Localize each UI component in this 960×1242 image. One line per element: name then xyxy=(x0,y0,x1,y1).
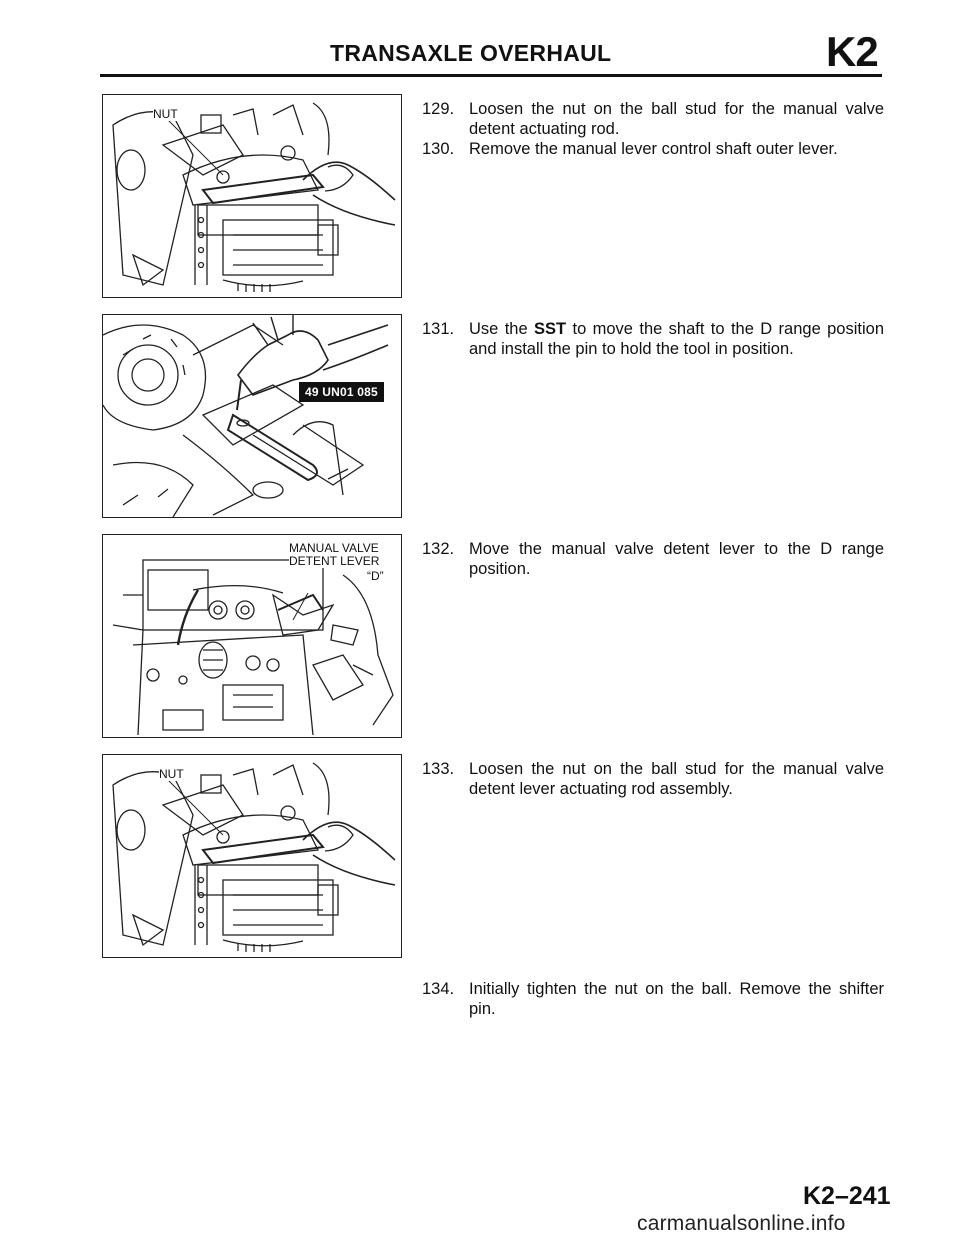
step-131: 131. Use the SST to move the shaft to th… xyxy=(422,319,884,359)
step-text: Initially tighten the nut on the ball. R… xyxy=(469,980,884,1018)
step-number: 133. xyxy=(422,760,455,778)
transaxle-illustration-4 xyxy=(112,762,396,952)
step-132: 132. Move the manual valve detent lever … xyxy=(422,539,884,579)
step-number: 131. xyxy=(422,320,455,338)
figure-nut-wrench-2: NUT xyxy=(102,754,402,958)
sst-term: SST xyxy=(534,320,567,338)
step-130: 130. Remove the manual lever control sha… xyxy=(422,139,884,159)
step-129: 129. Loosen the nut on the ball stud for… xyxy=(422,99,884,139)
figure-nut-wrench-1: NUT xyxy=(102,94,402,298)
figure-label-d-range: “D” xyxy=(367,569,384,583)
sst-part-number-badge: 49 UN01 085 xyxy=(299,382,384,402)
step-text: Move the manual valve detent lever to th… xyxy=(469,540,884,578)
step-text: Loosen the nut on the ball stud for the … xyxy=(469,760,884,798)
step-text: Use the SST to move the shaft to the D r… xyxy=(422,319,884,359)
watermark: carmanualsonline.info xyxy=(637,1212,846,1235)
step-text-pre: Use the xyxy=(469,320,535,338)
transaxle-illustration-1 xyxy=(112,102,396,292)
step-number: 132. xyxy=(422,540,455,558)
page-title: TRANSAXLE OVERHAUL xyxy=(330,40,612,66)
section-code: K2 xyxy=(826,28,879,75)
figure-label-nut: NUT xyxy=(159,767,184,781)
step-text-post: to move the shaft to the D range positio… xyxy=(469,320,884,358)
header-rule xyxy=(100,74,882,77)
transaxle-illustration-3 xyxy=(112,559,394,736)
step-number: 130. xyxy=(422,140,455,158)
step-133: 133. Loosen the nut on the ball stud for… xyxy=(422,759,884,799)
figure-label-nut: NUT xyxy=(153,107,178,121)
figure-label-manual-valve: MANUAL VALVE xyxy=(289,541,379,555)
step-134: 134. Initially tighten the nut on the ba… xyxy=(422,979,884,1019)
transaxle-illustration-2 xyxy=(103,315,389,517)
step-number: 134. xyxy=(422,980,455,998)
step-number: 129. xyxy=(422,100,455,118)
figure-label-detent-lever: DETENT LEVER xyxy=(289,554,380,568)
figure-sst-tool: 49 UN01 085 xyxy=(102,314,402,518)
page-number: K2–241 xyxy=(803,1182,891,1210)
step-text: Remove the manual lever control shaft ou… xyxy=(469,140,838,158)
figure-manual-valve-detent-lever: MANUAL VALVE DETENT LEVER “D” xyxy=(102,534,402,738)
step-text: Loosen the nut on the ball stud for the … xyxy=(469,100,884,138)
